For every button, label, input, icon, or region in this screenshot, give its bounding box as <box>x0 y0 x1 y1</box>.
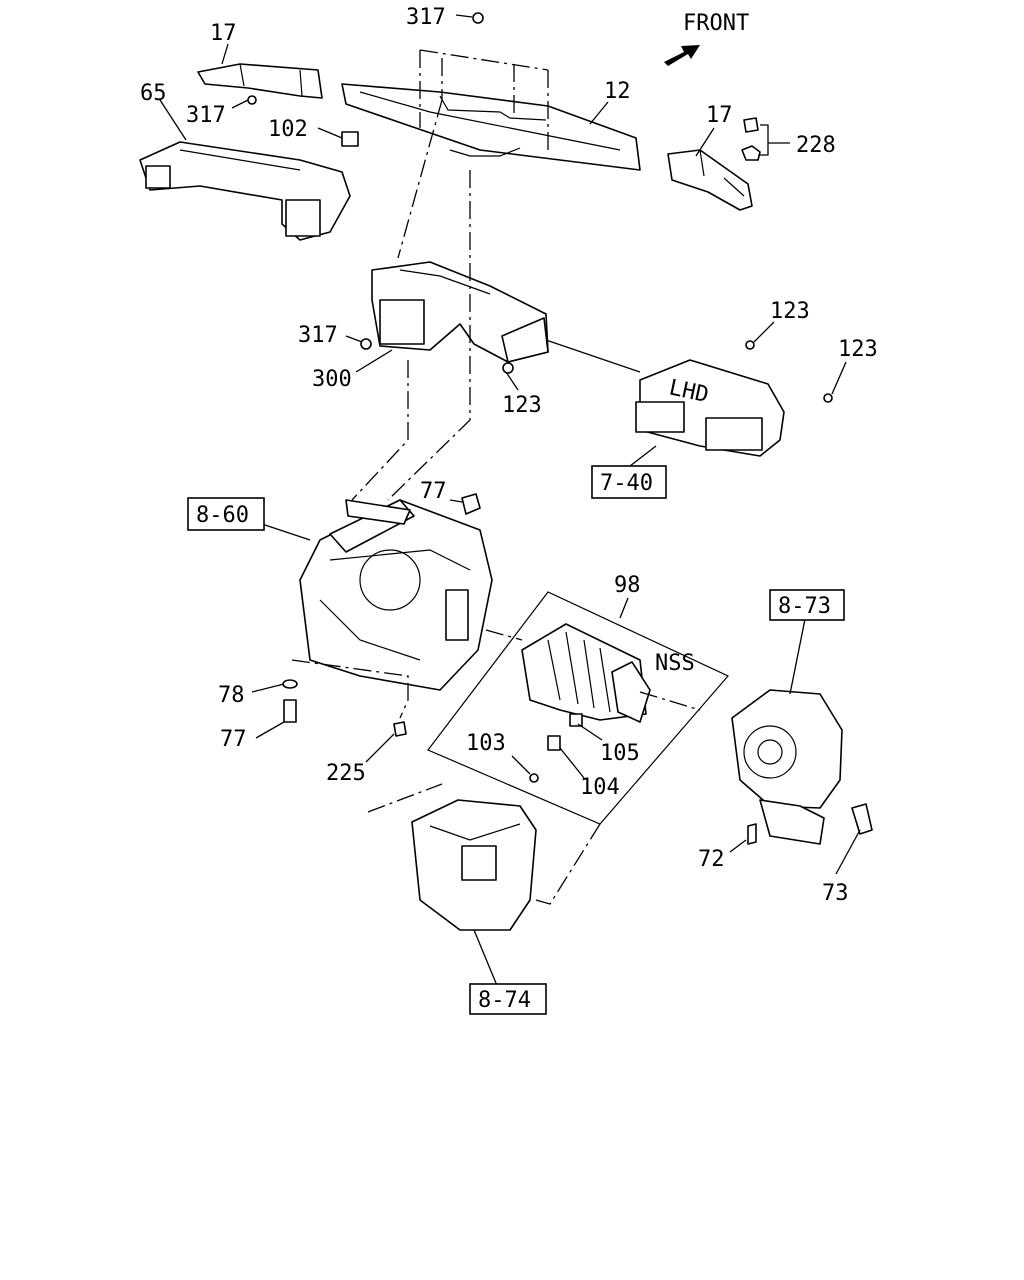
part-740-lhd-duct: LHD <box>635 359 785 457</box>
part-12-center-duct <box>341 83 641 171</box>
callout-77-bottom: 77 <box>220 727 247 752</box>
reference-box-873: 8-73 <box>769 589 845 621</box>
callout-317-mid: 317 <box>298 323 338 348</box>
callout-225: 225 <box>326 761 366 786</box>
callout-123-low: 123 <box>502 393 542 418</box>
front-direction-indicator: FRONT <box>664 11 749 66</box>
callout-labels: 317 17 65 317 102 12 17 228 317 300 123 … <box>140 5 878 906</box>
callout-103: 103 <box>466 731 506 756</box>
reference-box-740: 7-40 <box>591 465 667 499</box>
part-73-clip <box>851 803 873 835</box>
callout-78: 78 <box>218 683 245 708</box>
part-874-lower-unit <box>411 799 537 931</box>
front-arrow-icon <box>664 45 700 66</box>
ref-873-label: 8-73 <box>778 594 831 619</box>
callout-98: 98 <box>614 573 641 598</box>
reference-box-860: 8-60 <box>187 497 265 531</box>
callout-123-b: 123 <box>838 337 878 362</box>
leader-lines <box>159 14 861 989</box>
ref-740-label: 7-40 <box>600 471 653 496</box>
part-98-group: NSS <box>427 591 729 825</box>
nss-marking: NSS <box>655 651 695 676</box>
reference-box-874: 8-74 <box>469 983 547 1015</box>
part-873-blower <box>731 689 843 845</box>
callout-17-right: 17 <box>706 103 733 128</box>
part-17-left-duct <box>197 63 323 99</box>
front-label: FRONT <box>683 11 749 36</box>
callout-300: 300 <box>312 367 352 392</box>
callout-104: 104 <box>580 775 620 800</box>
callout-65: 65 <box>140 81 167 106</box>
callout-12: 12 <box>604 79 631 104</box>
part-65-side-duct <box>139 141 351 241</box>
callout-17-left: 17 <box>210 21 237 46</box>
callout-317-left: 317 <box>186 103 226 128</box>
part-860-heater-unit <box>299 499 493 691</box>
ref-860-label: 8-60 <box>196 503 249 528</box>
callout-73: 73 <box>822 881 849 906</box>
part-17-right-duct <box>667 149 753 211</box>
ref-874-label: 8-74 <box>478 988 531 1013</box>
callout-317-top: 317 <box>406 5 446 30</box>
callout-105: 105 <box>600 741 640 766</box>
callout-228: 228 <box>796 133 836 158</box>
callout-72: 72 <box>698 847 725 872</box>
callout-102: 102 <box>268 117 308 142</box>
fasteners <box>247 12 833 845</box>
callout-123-a: 123 <box>770 299 810 324</box>
part-300-junction-duct <box>371 261 549 363</box>
alignment-lines <box>291 49 701 905</box>
callout-77-top: 77 <box>420 479 447 504</box>
